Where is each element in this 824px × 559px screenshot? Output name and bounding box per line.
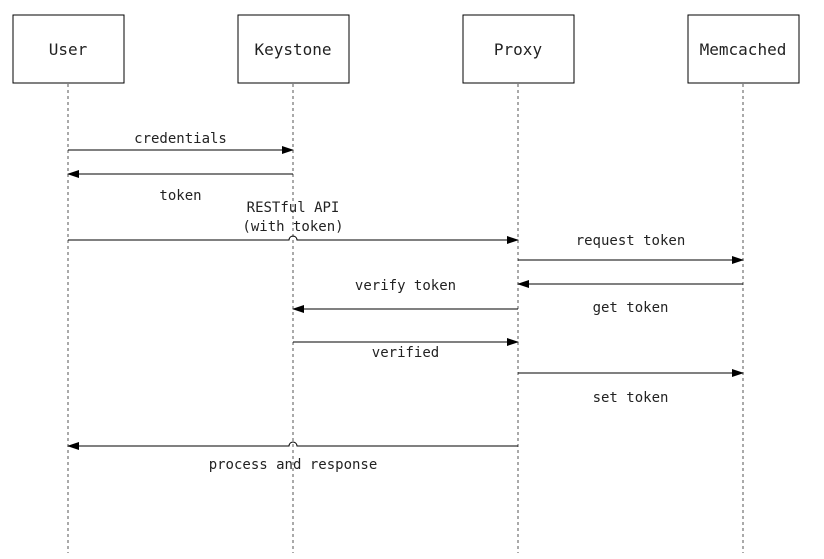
message-label: process and response <box>209 457 378 473</box>
message-label-line: get token <box>593 300 669 316</box>
actor-label: Memcached <box>700 40 787 59</box>
message-5: get token <box>517 280 743 316</box>
message-arrow <box>67 441 518 450</box>
message-label-line: set token <box>593 390 669 406</box>
message-8: set token <box>518 369 744 406</box>
message-label: verify token <box>355 278 456 294</box>
message-label-line: credentials <box>134 131 227 147</box>
message-label-line: verify token <box>355 278 456 294</box>
message-4: request token <box>518 233 744 264</box>
actor-user: User <box>12 14 125 84</box>
message-arrow <box>68 235 519 244</box>
message-label: set token <box>593 390 669 406</box>
actor-keystone: Keystone <box>237 14 350 84</box>
message-1: credentials <box>68 131 294 154</box>
actor-box <box>462 14 575 84</box>
message-label-line: token <box>159 188 201 204</box>
message-label: credentials <box>134 131 227 147</box>
message-6: verify token <box>292 278 518 313</box>
message-2: token <box>67 170 293 204</box>
message-label-line: (with token) <box>242 219 343 235</box>
message-7: verified <box>293 338 519 361</box>
message-label: get token <box>593 300 669 316</box>
message-label-line: process and response <box>209 457 378 473</box>
actor-box <box>687 14 800 84</box>
actor-box <box>237 14 350 84</box>
actors: User Keystone Proxy Memcached <box>12 14 800 84</box>
message-label-line: RESTful API <box>247 200 340 216</box>
actor-label: Keystone <box>254 40 331 59</box>
actor-label: User <box>49 40 88 59</box>
message-label-line: verified <box>372 345 439 361</box>
actor-memcached: Memcached <box>687 14 800 84</box>
message-label: RESTful API (with token) <box>242 200 343 235</box>
lifelines <box>67 84 744 553</box>
message-9: process and response <box>67 441 518 473</box>
message-label: token <box>159 188 201 204</box>
actor-label: Proxy <box>494 40 543 59</box>
actor-proxy: Proxy <box>462 14 575 84</box>
message-3: RESTful API (with token) <box>68 200 519 244</box>
message-label: verified <box>372 345 439 361</box>
actor-box <box>12 14 125 84</box>
message-label: request token <box>576 233 686 249</box>
message-label-line: request token <box>576 233 686 249</box>
